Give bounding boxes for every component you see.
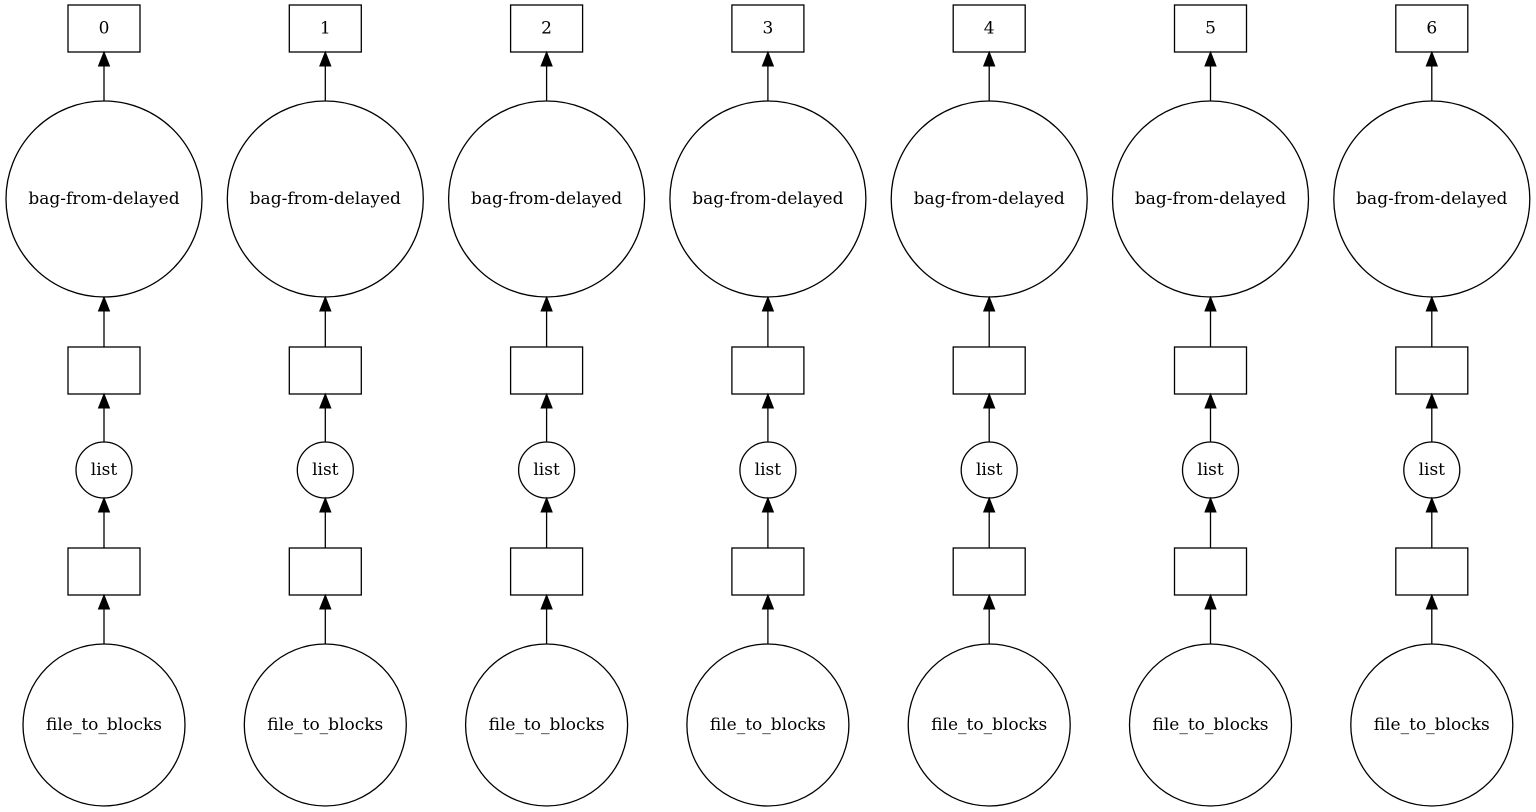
arrowhead: [540, 496, 553, 513]
list-label: list: [976, 460, 1003, 480]
arrowhead: [1425, 295, 1439, 312]
chain-3: 3 bag-from-delayed list file_to_blocks: [669, 4, 867, 807]
bag-from-delayed-label: bag-from-delayed: [1135, 189, 1286, 209]
intermediate-data-node[interactable]: [731, 346, 805, 395]
output-node[interactable]: [288, 4, 362, 53]
arrowhead: [761, 392, 775, 409]
arrowhead: [1204, 295, 1217, 312]
output-node-label: 5: [1205, 19, 1216, 39]
bag-from-delayed-label: bag-from-delayed: [914, 189, 1065, 209]
chain-4: 4 bag-from-delayed list file_to_blocks: [890, 4, 1088, 807]
intermediate-data-node[interactable]: [67, 346, 141, 395]
arrowhead: [1425, 593, 1439, 610]
arrowhead: [540, 593, 553, 610]
arrowhead: [1425, 496, 1439, 513]
arrowhead: [1204, 496, 1217, 513]
arrowhead: [1204, 392, 1217, 409]
output-node-label: 0: [99, 19, 110, 39]
output-node[interactable]: [1395, 4, 1469, 53]
output-node[interactable]: [731, 4, 805, 53]
arrowhead: [761, 496, 775, 513]
list-label: list: [312, 460, 339, 480]
arrowhead: [982, 593, 996, 610]
bag-from-delayed-label: bag-from-delayed: [28, 189, 179, 209]
list-label: list: [1419, 460, 1446, 480]
arrowhead: [319, 496, 332, 513]
bag-from-delayed-label: bag-from-delayed: [1356, 189, 1507, 209]
file-to-blocks-label: file_to_blocks: [1152, 715, 1268, 735]
intermediate-data-node[interactable]: [1173, 346, 1248, 395]
output-node-label: 6: [1426, 19, 1437, 39]
output-node-label: 4: [984, 19, 995, 39]
arrowhead: [319, 392, 332, 409]
block-data-node[interactable]: [288, 547, 362, 596]
block-data-node[interactable]: [509, 547, 584, 596]
arrowhead: [1425, 50, 1439, 67]
file-to-blocks-label: file_to_blocks: [489, 715, 605, 735]
block-data-node[interactable]: [731, 547, 805, 596]
block-data-node[interactable]: [1173, 547, 1248, 596]
bag-from-delayed-label: bag-from-delayed: [692, 189, 843, 209]
arrowhead: [97, 295, 111, 312]
arrowhead: [319, 593, 332, 610]
arrowhead: [540, 50, 553, 67]
intermediate-data-node[interactable]: [1395, 346, 1469, 395]
list-label: list: [91, 460, 118, 480]
list-label: list: [755, 460, 782, 480]
arrowhead: [97, 50, 111, 67]
bag-from-delayed-label: bag-from-delayed: [471, 189, 622, 209]
file-to-blocks-label: file_to_blocks: [931, 715, 1047, 735]
list-label: list: [1197, 460, 1224, 480]
arrowhead: [982, 496, 996, 513]
arrowhead: [982, 295, 996, 312]
file-to-blocks-label: file_to_blocks: [46, 715, 162, 735]
file-to-blocks-label: file_to_blocks: [710, 715, 826, 735]
arrowhead: [1204, 50, 1217, 67]
intermediate-data-node[interactable]: [288, 346, 362, 395]
chain-0: 0 bag-from-delayed list file_to_blocks: [5, 4, 203, 807]
block-data-node[interactable]: [67, 547, 141, 596]
output-node-label: 3: [762, 19, 773, 39]
arrowhead: [1425, 392, 1439, 409]
chain-1: 1 bag-from-delayed list file_to_blocks: [226, 4, 424, 807]
arrowhead: [97, 593, 111, 610]
arrowhead: [319, 50, 332, 67]
file-to-blocks-label: file_to_blocks: [1374, 715, 1490, 735]
arrowhead: [761, 593, 775, 610]
arrowhead: [982, 50, 996, 67]
output-node-label: 1: [320, 19, 331, 39]
intermediate-data-node[interactable]: [952, 346, 1026, 395]
list-label: list: [533, 460, 560, 480]
arrowhead: [982, 392, 996, 409]
arrowhead: [97, 392, 111, 409]
intermediate-data-node[interactable]: [509, 346, 584, 395]
output-node[interactable]: [952, 4, 1026, 53]
arrowhead: [540, 295, 553, 312]
bag-from-delayed-label: bag-from-delayed: [250, 189, 401, 209]
arrowhead: [1204, 593, 1217, 610]
block-data-node[interactable]: [952, 547, 1026, 596]
arrowhead: [540, 392, 553, 409]
chain-5: 5 bag-from-delayed list file_to_blocks: [1111, 4, 1310, 807]
chain-2: 2 bag-from-delayed list file_to_blocks: [447, 4, 646, 807]
arrowhead: [761, 50, 775, 67]
arrowhead: [761, 295, 775, 312]
output-node[interactable]: [67, 4, 141, 53]
output-node-label: 2: [541, 19, 552, 39]
file-to-blocks-label: file_to_blocks: [267, 715, 383, 735]
output-node[interactable]: [1173, 4, 1248, 53]
block-data-node[interactable]: [1395, 547, 1469, 596]
arrowhead: [97, 496, 111, 513]
chain-6: 6 bag-from-delayed list file_to_blocks: [1333, 4, 1531, 807]
arrowhead: [319, 295, 332, 312]
